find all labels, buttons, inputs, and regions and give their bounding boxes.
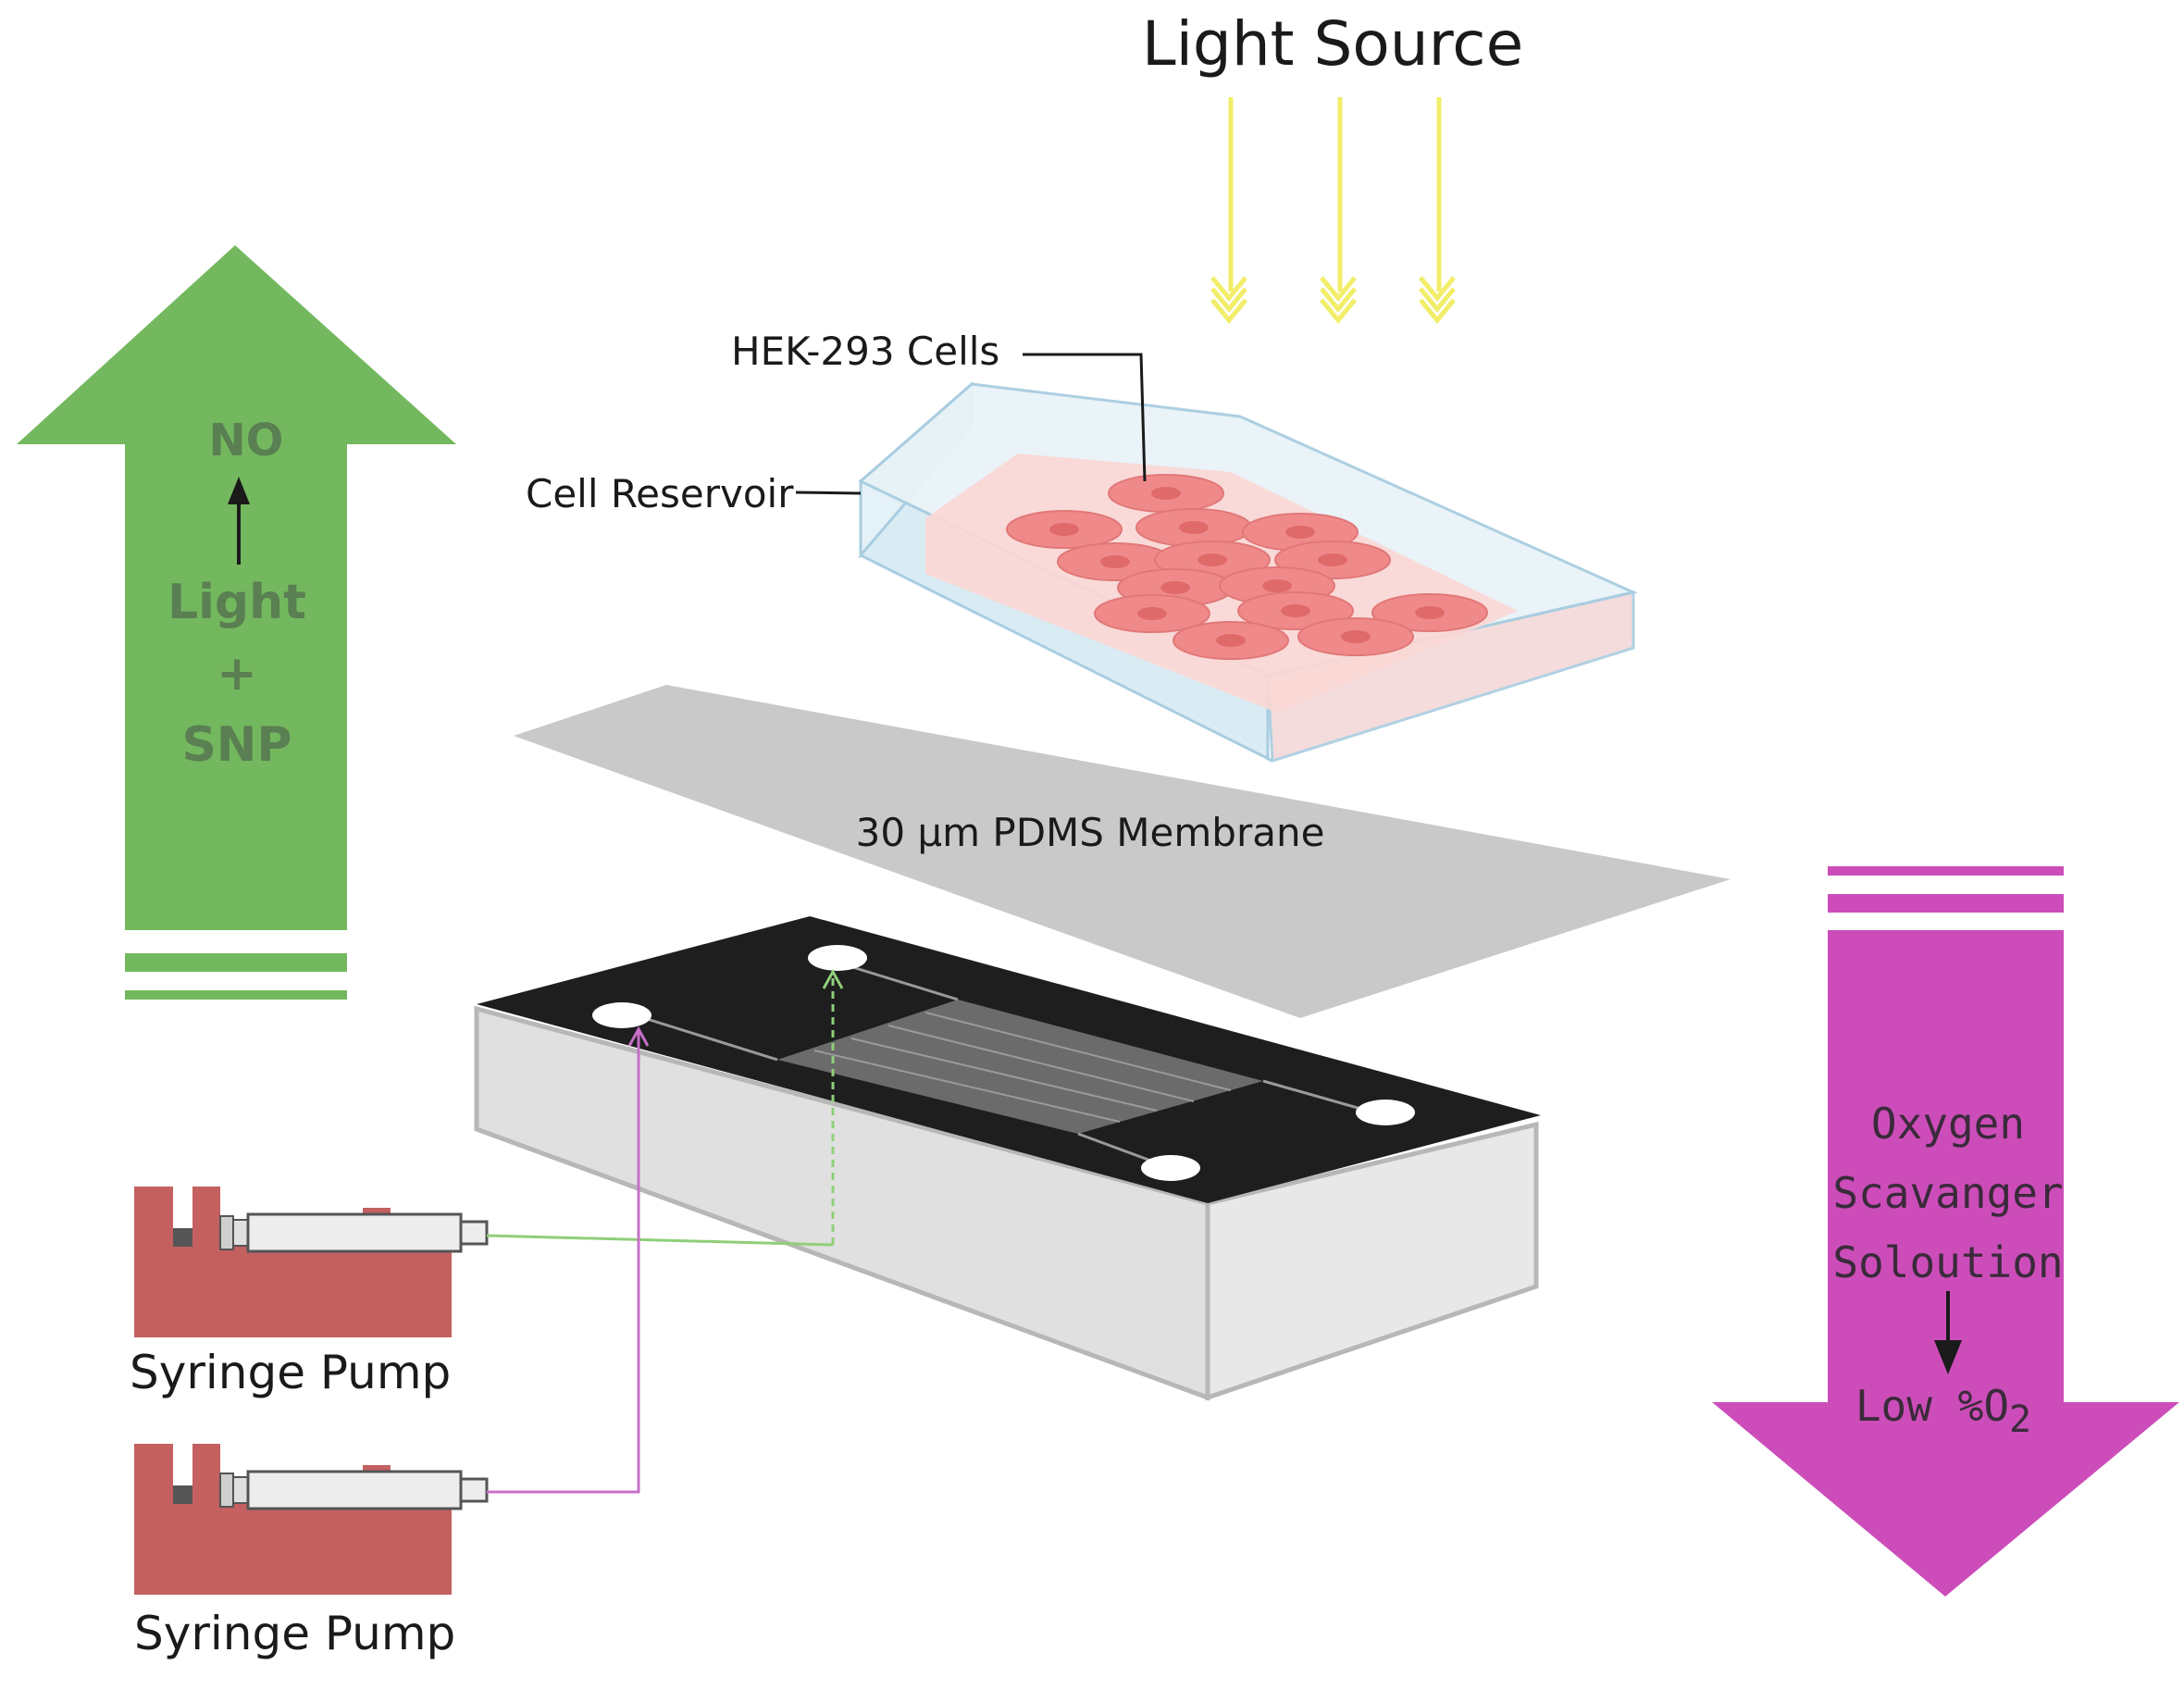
hek-293-cells: [1006, 474, 1488, 660]
hek-293-cell-nucleus: [1341, 630, 1371, 643]
no-arrow-shape: [17, 245, 456, 930]
tubing-magenta: [487, 1025, 650, 1494]
hek-293-cells-leader: [1023, 353, 1147, 482]
pdms-membrane: [514, 685, 1731, 1018]
scavanger-label: Scavanger: [1832, 1168, 2063, 1218]
cell-reservoir-label: Cell Reservoir: [526, 471, 794, 516]
device-outlet-port-right: [1356, 1100, 1415, 1125]
o2-arrow-tail-bar-2: [1828, 894, 2064, 913]
oxygen-label: Oxygen: [1871, 1099, 2025, 1149]
light-source-label: Light Source: [1142, 8, 1523, 80]
light-ray-3: [1419, 97, 1456, 324]
plus-label: +: [217, 646, 257, 702]
syringe-pump-top: [134, 1187, 489, 1337]
syringe-pump-bottom-label: Syringe Pump: [134, 1607, 455, 1660]
syringe-pump-bottom: [134, 1444, 489, 1595]
oxygen-scavenger-arrow: Oxygen Scavanger Soloution Low %O2: [1712, 866, 2179, 1597]
hek-293-cell-nucleus: [1137, 607, 1167, 620]
hek-293-cell-nucleus: [1049, 523, 1079, 536]
hek-293-cell-nucleus: [1151, 487, 1181, 500]
no-inner-arrow-head: [228, 477, 250, 504]
light-rays: [1210, 97, 1456, 324]
device-inlet-port-left: [592, 1002, 651, 1028]
soloution-label: Soloution: [1832, 1237, 2063, 1287]
device-outlet-port-bottom: [1141, 1155, 1200, 1181]
hek-293-cell-nucleus: [1216, 634, 1246, 647]
syringe-pump-top-label: Syringe Pump: [130, 1346, 451, 1399]
o2-inner-arrow-head: [1934, 1340, 1962, 1374]
hek-293-cell-nucleus: [1318, 553, 1347, 566]
hek-293-cell-nucleus: [1262, 579, 1292, 592]
channel-serpentine-lines: [813, 1012, 1232, 1123]
hek-293-cell-nucleus: [1197, 553, 1227, 566]
cell-reservoir-leader: [795, 491, 862, 495]
no-label: NO: [209, 415, 284, 466]
device-right-face: [1205, 1121, 1539, 1401]
low-o2-label: Low %O2: [1855, 1381, 2031, 1441]
hek-293-cell-nucleus: [1285, 526, 1315, 539]
hek-293-cell-nucleus: [1160, 581, 1190, 594]
light-label: Light: [168, 575, 306, 630]
pdms-membrane-label: 30 μm PDMS Membrane: [856, 810, 1325, 855]
device-channel-region: [777, 1000, 1263, 1134]
light-ray-1: [1210, 97, 1247, 324]
no-arrow-tail-bar-2: [125, 990, 347, 1000]
cell-reservoir: [858, 380, 1638, 764]
hek-293-cell-nucleus: [1100, 555, 1130, 568]
hek-293-cell-nucleus: [1415, 606, 1445, 619]
no-arrow-tail-bar-1: [125, 953, 347, 972]
no-release-arrow: NO Light + SNP: [17, 245, 456, 1000]
snp-label: SNP: [181, 717, 292, 773]
hek-293-cell-nucleus: [1281, 604, 1310, 617]
o2-arrow-tail-bar-1: [1828, 866, 2064, 876]
reservoir-right-face: [1266, 590, 1635, 764]
tubing-green: [486, 968, 844, 1247]
light-ray-2: [1320, 97, 1357, 324]
microfluidic-device: [474, 916, 1541, 1401]
hek-293-cells-label: HEK-293 Cells: [731, 329, 999, 374]
device-inlet-port-top: [808, 945, 867, 971]
o2-arrow-shape: [1712, 930, 2179, 1597]
hek-293-cell-nucleus: [1179, 521, 1209, 534]
